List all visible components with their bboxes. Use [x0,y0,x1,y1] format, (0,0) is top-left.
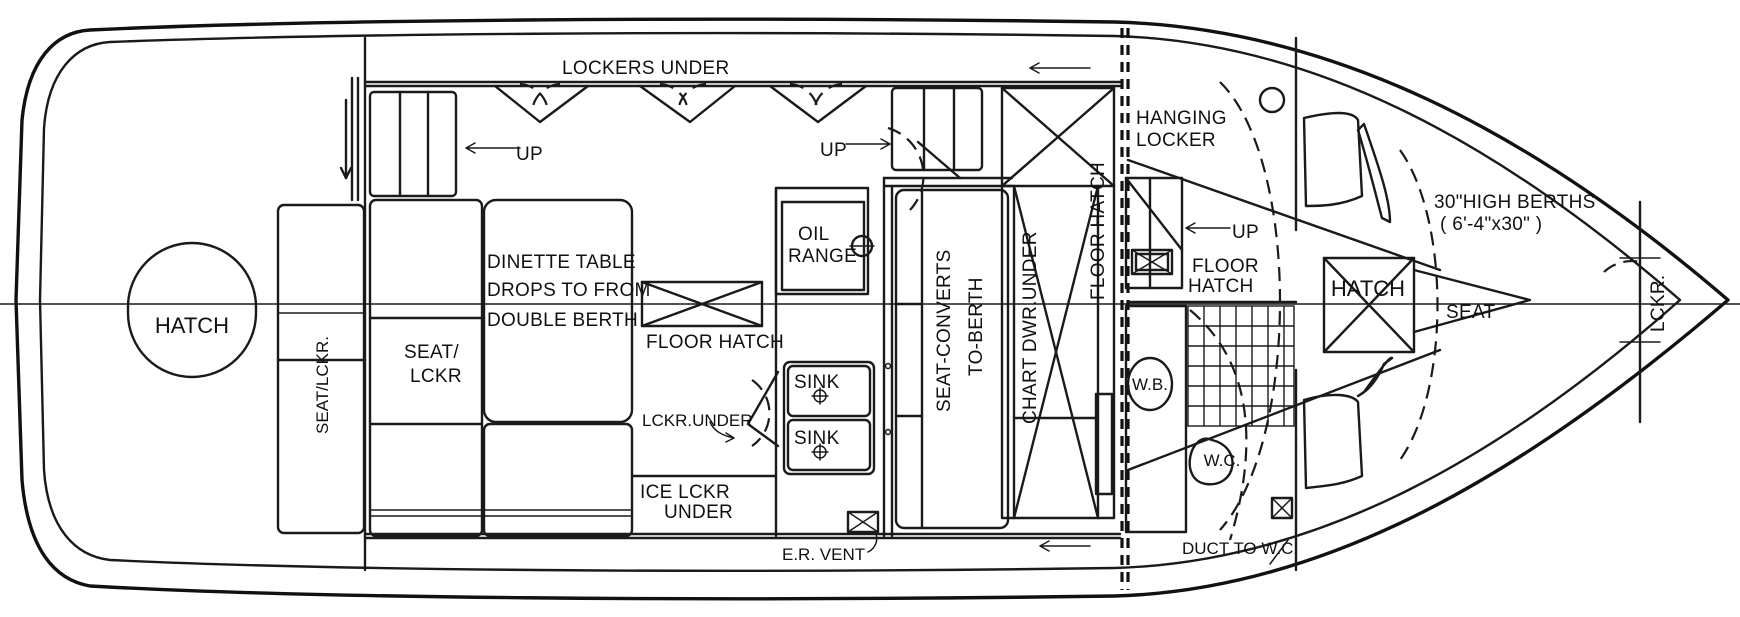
forward-hatch: HATCH [1322,256,1416,354]
settee-berth: SEAT-CONVERTS TO-BERTH [882,176,1014,538]
hatch-aft-label: HATCH [155,313,229,338]
lockers-under-label: LOCKERS UNDER [562,58,730,79]
seat-lckr-aft-label: SEAT/LCKR. [313,336,332,434]
forward-stairs: UP FLOOR HATCH [1124,176,1259,297]
v-berths: 30"HIGH BERTHS ( 6'-4"x30" ) [1302,111,1596,490]
floor-hatch-fwd-label-2: HATCH [1188,276,1254,297]
floor-hatch-mid: FLOOR HATCH [640,280,784,353]
sink-label-2: SINK [794,428,840,449]
floor-hatch-fwd-label-1: FLOOR [1192,256,1259,277]
chart-dwr-label: CHART DWR.UNDER [1020,231,1041,424]
berths-label-1: 30"HIGH BERTHS [1434,192,1596,213]
er-vent-label: E.R. VENT [782,545,865,564]
seat-lckr-label-2: LCKR [410,366,462,387]
aft-seat-locker: SEAT/LCKR. [276,203,366,535]
floor-hatch-vert-label: FLOOR HATCH [1088,162,1109,300]
berths-label-2: ( 6'-4"x30" ) [1440,214,1542,235]
up-mid-label: UP [820,140,847,161]
bow-seat: SEAT [1412,268,1532,334]
seat-fwd-label: SEAT [1446,302,1496,323]
up-right-label: UP [1232,222,1259,243]
sink-label-1: SINK [794,372,840,393]
head: W.B. W.C. DUCT TO W.C. [1124,304,1298,565]
floor-hatch-mid-label: FLOOR HATCH [646,332,784,353]
hatch-fwd-label: HATCH [1331,276,1405,301]
aft-stairs [339,76,360,202]
arrow-top [1029,62,1091,74]
ice-lckr-label-2: UNDER [664,502,733,523]
ice-lckr-label-1: ICE LCKR [640,482,730,503]
hanging-locker-label-2: LOCKER [1136,130,1216,151]
shower-grid [1187,305,1295,427]
steps-mid: UP [820,86,984,211]
seat-lckr-label: SEAT/ [404,342,459,363]
locker-doors [493,82,868,124]
dinette: SEAT/ LCKR DINETTE TABLE DROPS TO FROM D… [368,198,651,538]
seat-converts-label-1: SEAT-CONVERTS [934,249,955,412]
lckr-under-label: LCKR.UNDER [642,411,753,430]
chart-column: CHART DWR.UNDER FLOOR HATCH [1000,86,1116,520]
aft-hatch: HATCH [126,241,258,379]
duct-to-wc-label: DUCT TO W.C. [1182,539,1298,558]
dinette-label-1: DINETTE TABLE [487,252,636,273]
oil-range-label-1: OIL [798,224,830,245]
dinette-label-3: DOUBLE BERTH [487,310,638,331]
up-left-label: UP [516,144,543,165]
hanging-locker-label-1: HANGING [1136,108,1227,129]
arrow-bottom [1039,540,1091,552]
hull-outline [14,17,1730,601]
dinette-label-2: DROPS TO FROM [487,280,651,301]
seat-converts-label-2: TO-BERTH [966,277,987,376]
wc-label: W.C. [1204,451,1241,470]
bow-locker: LCKR. [1603,200,1669,424]
galley: OIL RANGE SINK SINK LCKR.UNDER ICE LCKR … [630,186,880,564]
cabin-walls [363,28,1130,590]
oil-range-label-2: RANGE [788,246,857,267]
wb-label: W.B. [1132,375,1168,394]
lckr-bow-label: LCKR. [1648,275,1669,332]
steps-left: UP [368,90,543,198]
